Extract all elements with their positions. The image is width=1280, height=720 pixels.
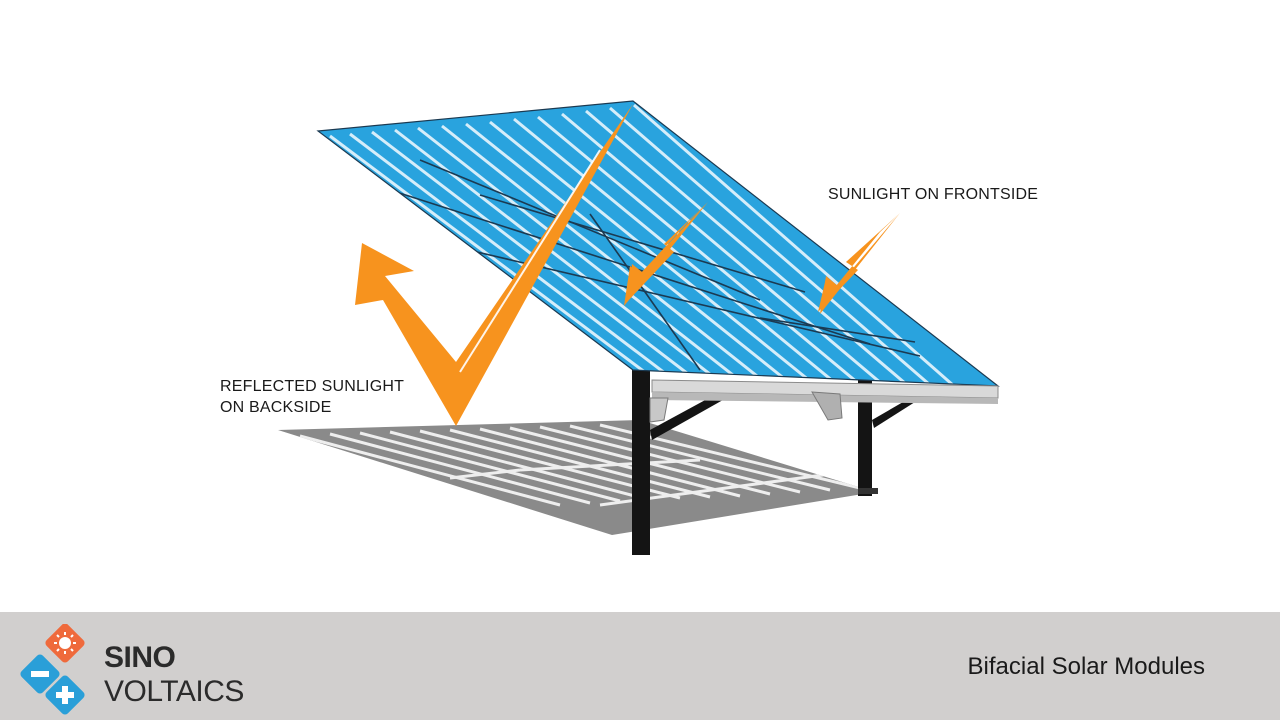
- backside-label-line1: REFLECTED SUNLIGHT: [220, 378, 405, 395]
- sinovoltaics-logo: SINO VOLTAICS: [18, 624, 258, 716]
- front-post: [632, 365, 650, 555]
- frontside-label: SUNLIGHT ON FRONTSIDE: [828, 186, 1039, 203]
- minus-icon: [20, 654, 60, 694]
- logo-text-sino: SINO: [104, 641, 176, 674]
- footer-bar: SINO VOLTAICS Bifacial Solar Modules: [0, 612, 1280, 720]
- footer-title: Bifacial Solar Modules: [967, 653, 1205, 680]
- frontside-sunlight-arrows: [624, 202, 900, 314]
- sun-icon: [45, 624, 85, 663]
- mounting-rail: [649, 379, 999, 423]
- backside-label-line2: ON BACKSIDE: [220, 399, 332, 416]
- logo-text-voltaics: VOLTAICS: [104, 675, 244, 708]
- plus-icon: [45, 675, 85, 715]
- front-brace: [650, 392, 730, 440]
- rear-brace: [872, 398, 915, 428]
- ground-shadow: [278, 420, 875, 535]
- bifacial-solar-diagram: [278, 100, 1000, 555]
- reflected-sunlight-arrow: [355, 104, 633, 426]
